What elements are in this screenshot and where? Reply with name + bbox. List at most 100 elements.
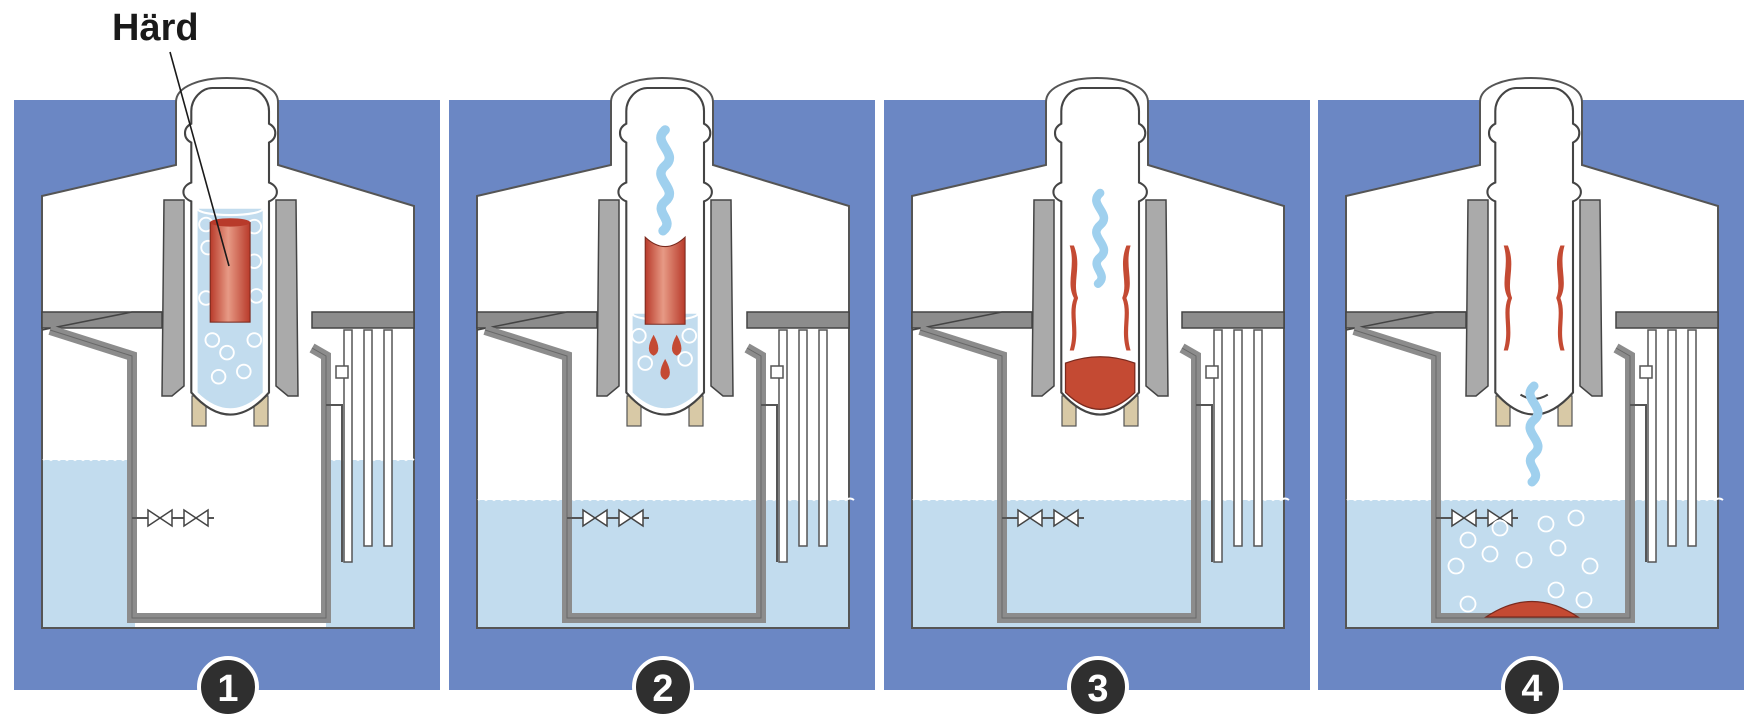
water-surface	[42, 457, 140, 462]
vent-pipe	[798, 329, 808, 547]
panel-3: 3	[884, 77, 1310, 718]
water-bubble	[1581, 557, 1599, 575]
floor-slab-left	[911, 311, 1033, 329]
water-bubble	[677, 351, 693, 367]
steam-plume	[1092, 188, 1109, 288]
valve-icon	[582, 508, 608, 528]
vent-pipe	[1253, 329, 1263, 547]
water-bubble	[1459, 595, 1477, 613]
molten-residue-left	[1503, 245, 1513, 351]
shield-right	[1145, 199, 1169, 397]
water-bubble	[236, 363, 252, 380]
core-callout-label: Härd	[112, 7, 199, 49]
wetwell-water-left	[43, 460, 135, 627]
relief-valve-icon	[770, 365, 784, 379]
relief-pipe	[1196, 404, 1213, 562]
water-surface	[477, 497, 855, 502]
panel-2: 2	[449, 77, 875, 718]
corium-pool	[1064, 356, 1136, 410]
water-surface	[1346, 497, 1724, 502]
relief-pipe	[1630, 404, 1647, 562]
molten-drop	[671, 334, 682, 356]
floor-slab-right	[746, 311, 850, 329]
step-badge	[1501, 656, 1563, 718]
water-bubble	[210, 368, 227, 385]
vent-pipe	[1213, 329, 1223, 563]
valve-icon	[618, 508, 644, 528]
valve-icon	[147, 508, 173, 528]
water-bubble	[1515, 551, 1533, 569]
molten-drop	[660, 358, 670, 380]
shield-left	[1031, 199, 1055, 397]
step-number: 1	[217, 668, 238, 710]
water-bubble	[1491, 519, 1509, 537]
valve-icon	[183, 508, 209, 528]
step-number: 2	[652, 668, 673, 710]
water-bubble	[681, 328, 698, 344]
floor-slab-left	[41, 311, 163, 329]
reactor-vessel	[1052, 86, 1148, 416]
vent-pipe	[343, 329, 353, 563]
step-badge	[1067, 656, 1129, 718]
core-callout-leader	[169, 51, 230, 267]
flooded-water	[913, 500, 1283, 627]
water-bubble	[1537, 515, 1555, 533]
relief-valve-icon	[335, 365, 349, 379]
floor-slab-right	[1181, 311, 1285, 329]
vent-pipe	[778, 329, 788, 563]
water-bubble	[1567, 509, 1585, 527]
melting-core	[644, 235, 686, 325]
shield-left	[596, 199, 620, 397]
molten-residue-right	[1122, 245, 1131, 351]
steam-plume	[1525, 381, 1543, 487]
valve-icon	[1451, 508, 1477, 528]
vent-pipe	[1647, 329, 1657, 563]
shield-right	[710, 199, 734, 397]
water-bubble	[204, 332, 221, 348]
vent-pipe	[1687, 329, 1697, 547]
flooded-water	[478, 500, 848, 627]
water-surface	[912, 497, 1290, 502]
step-number: 4	[1521, 668, 1542, 710]
water-bubble	[1447, 557, 1465, 575]
reactor-vessel	[1486, 86, 1582, 416]
shield-left	[1465, 199, 1489, 397]
shield-right	[275, 199, 299, 397]
floor-slab-right	[1615, 311, 1719, 329]
valve-icon	[1017, 508, 1043, 528]
floor-slab-right	[311, 311, 415, 329]
panel-1: 1	[14, 77, 440, 718]
water-bubble	[1575, 591, 1593, 609]
vent-pipe	[818, 329, 828, 547]
relief-valve-icon	[1205, 365, 1219, 379]
step-badge	[632, 656, 694, 718]
shield-left	[161, 199, 185, 397]
water-bubble	[631, 328, 647, 344]
reactor-core	[209, 221, 251, 323]
step-badge	[197, 656, 259, 718]
floor-slab-left	[1345, 311, 1467, 329]
water-bubble	[1481, 545, 1499, 563]
vessel-outline	[1486, 86, 1582, 416]
water-bubble	[1459, 531, 1477, 549]
floor-slab-left	[476, 311, 598, 329]
vent-pipe	[1667, 329, 1677, 547]
corium-pile	[1484, 601, 1580, 618]
molten-residue-right	[1556, 245, 1565, 351]
valve-icon	[1053, 508, 1079, 528]
molten-drop	[648, 334, 659, 356]
water-bubble	[246, 332, 263, 348]
relief-pipe	[761, 404, 778, 562]
step-number: 3	[1087, 668, 1108, 710]
steam-plume	[656, 125, 675, 236]
water-bubble	[1549, 539, 1567, 557]
reactor-vessel	[182, 86, 278, 416]
vent-pipe	[1233, 329, 1243, 547]
vent-pipe	[363, 329, 373, 547]
water-bubble	[1547, 581, 1565, 599]
reactor-vessel	[617, 86, 713, 416]
molten-residue-left	[1069, 245, 1079, 351]
panel-4: 4	[1318, 77, 1744, 718]
relief-pipe	[326, 404, 343, 562]
